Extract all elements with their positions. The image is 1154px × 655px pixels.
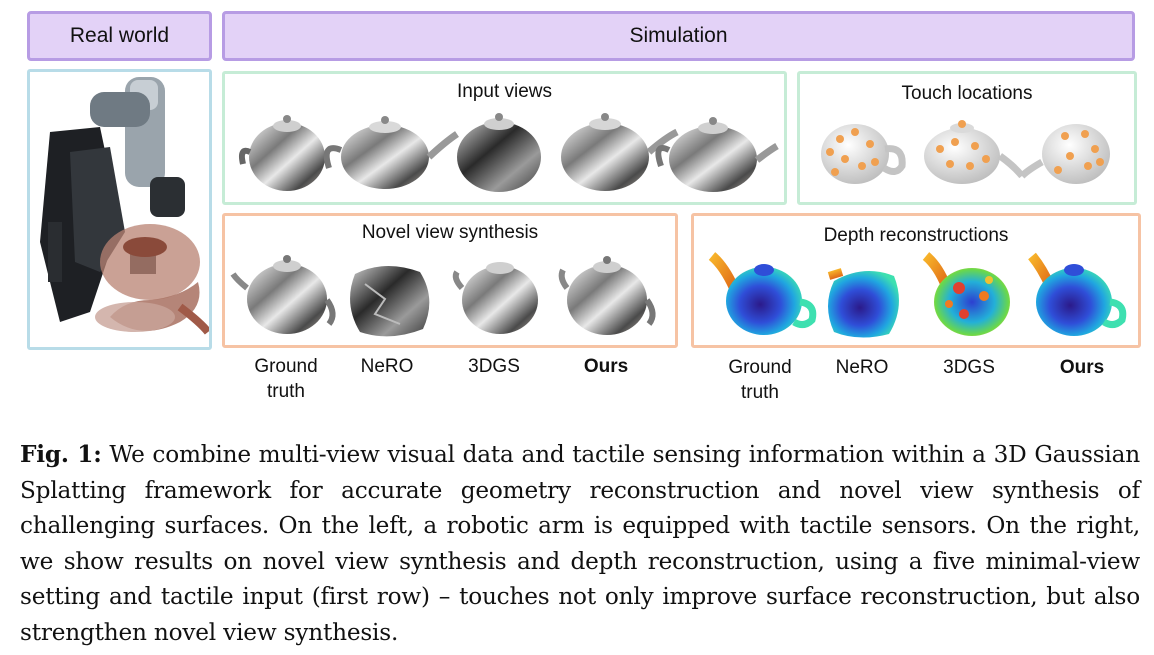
novel-view-synthesis-title: Novel view synthesis	[361, 222, 539, 243]
depth-label-3dgs: 3DGS	[943, 357, 995, 378]
input-view-2	[323, 116, 459, 189]
simulation-header: Simulation	[222, 11, 1135, 61]
input-views-panel: Input views	[222, 71, 787, 205]
figure-caption: Fig. 1: We combine multi-view visual dat…	[20, 437, 1140, 651]
input-view-3	[457, 113, 541, 192]
nvs-teapots	[230, 255, 656, 337]
real-world-header: Real world	[27, 11, 212, 61]
nvs-label-ours: Ours	[583, 356, 629, 377]
nvs-nero	[350, 265, 430, 337]
input-views-teapots	[238, 113, 779, 192]
depth-nero	[827, 268, 899, 338]
novel-view-synthesis-panel: Novel view synthesis	[222, 213, 678, 348]
figure-caption-label: Fig. 1:	[20, 441, 102, 468]
input-view-1	[238, 115, 325, 191]
nvs-3dgs	[452, 262, 538, 334]
robot-arm-photo	[40, 77, 209, 335]
touch-teapot-3	[1019, 124, 1110, 184]
real-world-header-label: Real world	[69, 24, 170, 47]
touch-teapot-2	[924, 120, 1025, 184]
depth-label-ours: Ours	[1059, 357, 1105, 378]
figure-caption-text: We combine multi-view visual data and ta…	[20, 441, 1141, 646]
depth-teapots	[708, 252, 1127, 338]
depth-ours	[1028, 252, 1127, 336]
nvs-ground-truth	[230, 255, 336, 334]
depth-reconstructions-panel: Depth reconstructions	[691, 213, 1141, 348]
depth-reconstructions-title: Depth reconstructions	[823, 225, 1009, 246]
touch-locations-panel: Touch locations	[797, 71, 1137, 205]
touch-locations-teapots	[821, 120, 1110, 184]
nvs-label-3dgs: 3DGS	[468, 356, 520, 377]
depth-3dgs	[922, 252, 1010, 336]
depth-label-ground-truth: Ground truth	[728, 357, 792, 403]
nvs-ours	[558, 256, 656, 335]
depth-ground-truth	[708, 252, 817, 335]
input-view-5	[655, 117, 779, 192]
nvs-label-ground-truth: Ground truth	[254, 356, 318, 402]
real-world-panel	[27, 69, 212, 350]
nvs-label-nero: NeRO	[360, 356, 414, 377]
input-views-title: Input views	[456, 81, 553, 102]
depth-label-nero: NeRO	[835, 357, 889, 378]
touch-teapot-1	[821, 124, 906, 184]
input-view-4	[561, 113, 679, 191]
simulation-header-label: Simulation	[629, 24, 728, 47]
touch-locations-title: Touch locations	[901, 83, 1033, 104]
